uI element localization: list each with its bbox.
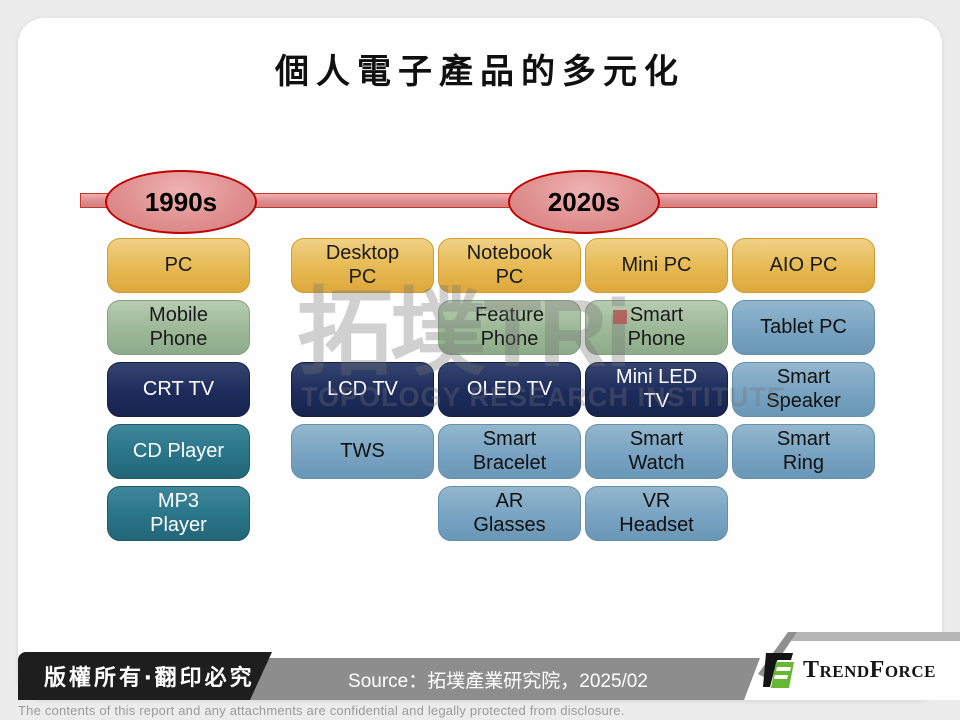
box-vr-headset: VR Headset bbox=[585, 486, 728, 541]
box-smart-speaker: Smart Speaker bbox=[732, 362, 875, 417]
box-mobile-phone: Mobile Phone bbox=[107, 300, 250, 355]
logo-top-stripe bbox=[784, 632, 960, 641]
box-mini-pc: Mini PC bbox=[585, 238, 728, 293]
box-notebook-pc: Notebook PC bbox=[438, 238, 581, 293]
box-mini-led-tv-label: Mini LED TV bbox=[615, 365, 698, 412]
box-desktop-pc: Desktop PC bbox=[291, 238, 434, 293]
box-ar-glasses: AR Glasses bbox=[438, 486, 581, 541]
box-tablet-pc-label: Tablet PC bbox=[760, 315, 847, 338]
box-smart-bracelet-label: Smart Bracelet bbox=[472, 427, 547, 474]
trendforce-tf-icon bbox=[763, 653, 794, 688]
disclaimer-text: The contents of this report and any atta… bbox=[18, 703, 625, 718]
box-cd-player-label: CD Player bbox=[132, 439, 225, 462]
box-mp3-player-label: MP3 Player bbox=[150, 489, 207, 536]
box-smart-bracelet: Smart Bracelet bbox=[438, 424, 581, 479]
box-vr-headset-label: VR Headset bbox=[619, 489, 694, 536]
box-ar-glasses-label: AR Glasses bbox=[473, 489, 546, 536]
box-mini-led-tv: Mini LED TV bbox=[585, 362, 728, 417]
box-crt-tv-label: CRT TV bbox=[142, 377, 215, 400]
trendforce-wordmark: TrendForce bbox=[803, 656, 936, 683]
box-cd-player: CD Player bbox=[107, 424, 250, 479]
box-pc-label: PC bbox=[164, 253, 193, 276]
source-bar: Source：拓墣產業研究院，2025/02 bbox=[236, 658, 760, 700]
box-crt-tv: CRT TV bbox=[107, 362, 250, 417]
box-aio-pc: AIO PC bbox=[732, 238, 875, 293]
timeline-bar bbox=[80, 193, 877, 208]
source-text: Source：拓墣產業研究院，2025/02 bbox=[348, 670, 648, 692]
box-feature-phone: Feature Phone bbox=[438, 300, 581, 355]
box-feature-phone-label: Feature Phone bbox=[475, 303, 544, 350]
box-tws-label: TWS bbox=[340, 439, 385, 462]
box-smart-phone-label: Smart Phone bbox=[627, 303, 686, 350]
box-smart-watch-label: Smart Watch bbox=[628, 427, 685, 474]
copyright-badge: 版權所有‧翻印必究 bbox=[18, 652, 272, 700]
box-pc: PC bbox=[107, 238, 250, 293]
box-aio-pc-label: AIO PC bbox=[769, 253, 838, 276]
box-lcd-tv-label: LCD TV bbox=[327, 377, 398, 400]
box-mp3-player: MP3 Player bbox=[107, 486, 250, 541]
box-lcd-tv: LCD TV bbox=[291, 362, 434, 417]
box-tws: TWS bbox=[291, 424, 434, 479]
slide-card bbox=[18, 18, 942, 700]
box-smart-ring-label: Smart Ring bbox=[776, 427, 831, 474]
trendforce-logo: TrendForce bbox=[762, 648, 954, 692]
box-oled-tv: OLED TV bbox=[438, 362, 581, 417]
box-smart-watch: Smart Watch bbox=[585, 424, 728, 479]
box-smart-ring: Smart Ring bbox=[732, 424, 875, 479]
era-2020s-label: 2020s bbox=[547, 186, 621, 217]
era-1990s-label: 1990s bbox=[144, 186, 218, 217]
box-mini-pc-label: Mini PC bbox=[621, 253, 692, 276]
copyright-text: 版權所有‧翻印必究 bbox=[44, 665, 255, 690]
box-smart-phone: Smart Phone bbox=[585, 300, 728, 355]
box-oled-tv-label: OLED TV bbox=[466, 377, 553, 400]
slide-title: 個人電子產品的多元化 bbox=[275, 52, 685, 92]
box-notebook-pc-label: Notebook PC bbox=[466, 241, 553, 288]
box-smart-speaker-label: Smart Speaker bbox=[766, 365, 841, 412]
box-desktop-pc-label: Desktop PC bbox=[325, 241, 400, 288]
timeline-era-1990s: 1990s bbox=[105, 170, 257, 234]
box-mobile-phone-label: Mobile Phone bbox=[149, 303, 208, 350]
timeline-era-2020s: 2020s bbox=[508, 170, 660, 234]
box-tablet-pc: Tablet PC bbox=[732, 300, 875, 355]
